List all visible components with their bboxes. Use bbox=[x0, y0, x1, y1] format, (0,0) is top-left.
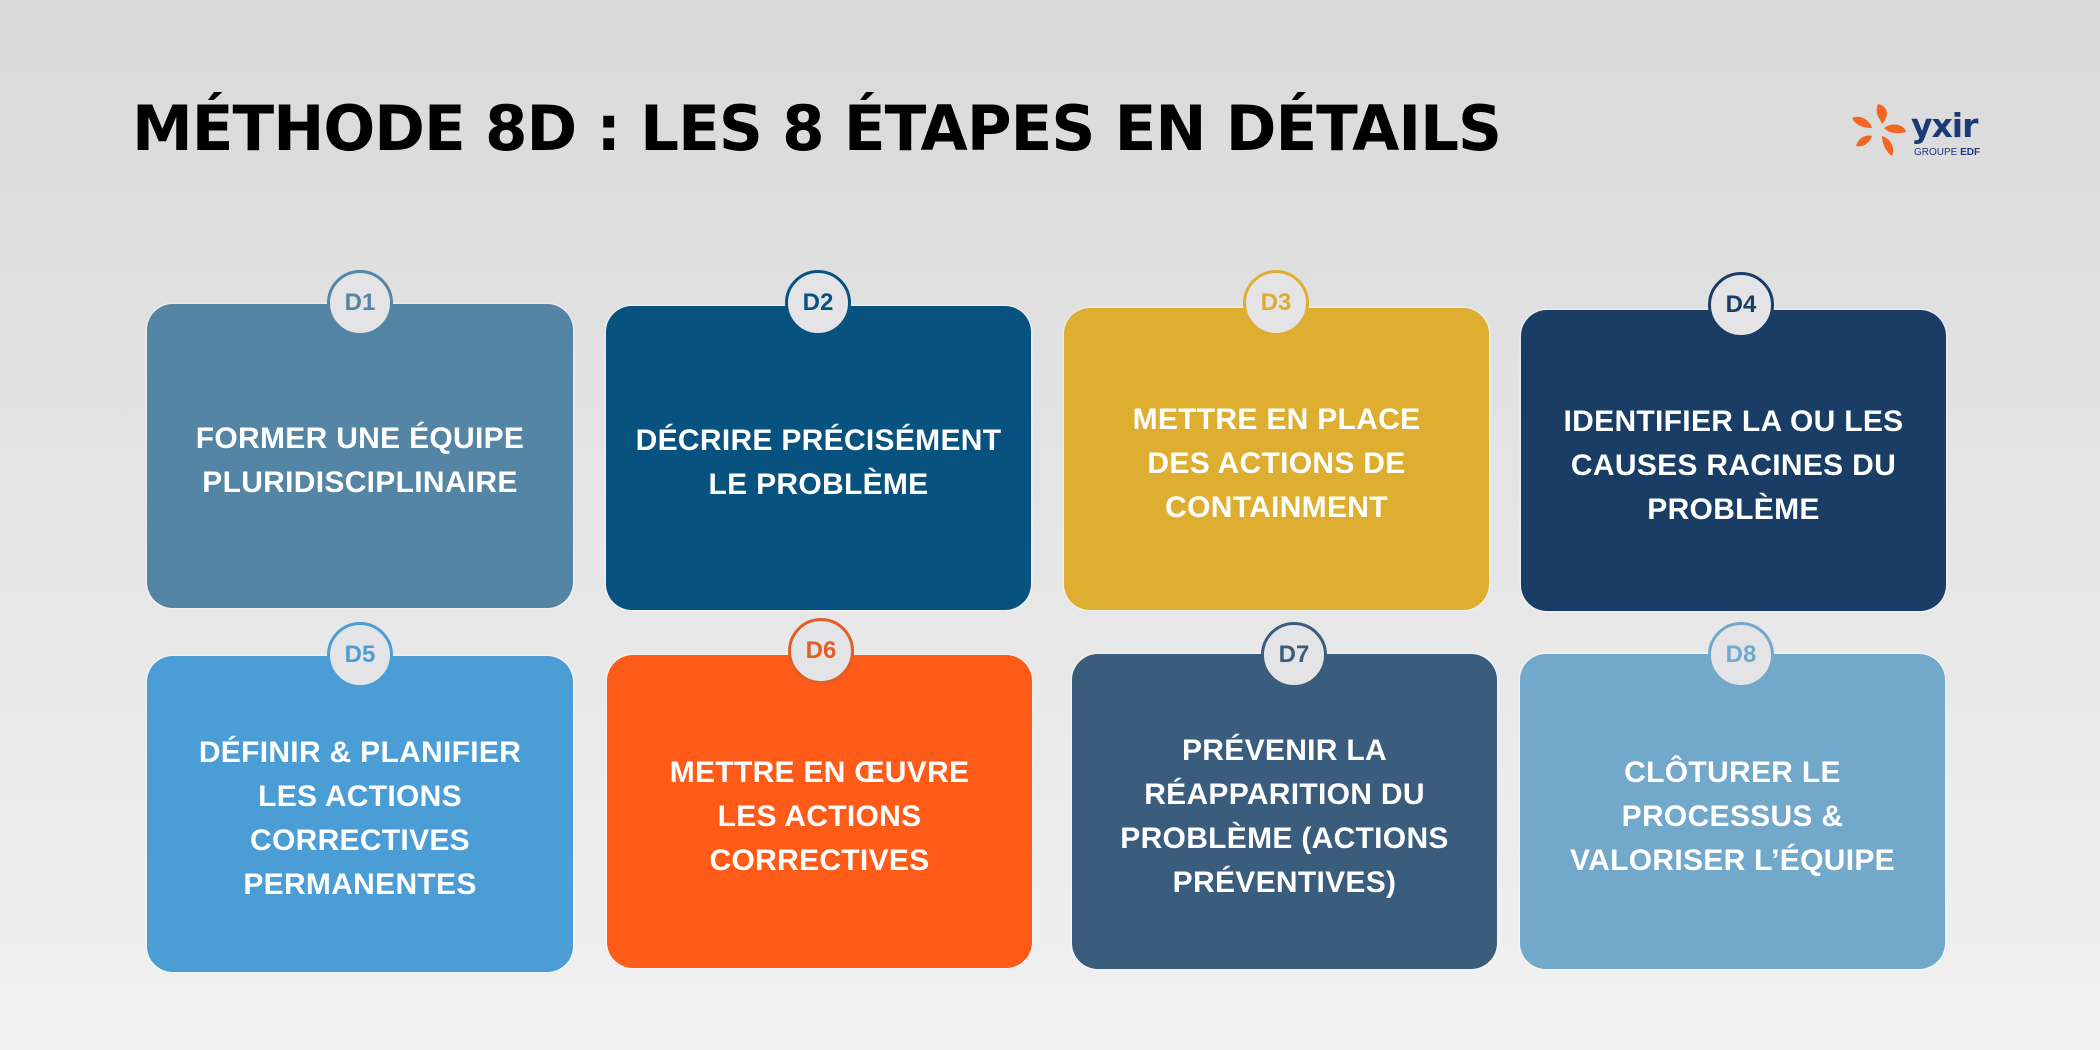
step-badge-d8: D8 bbox=[1708, 622, 1774, 688]
step-card-d7: PRÉVENIR LA RÉAPPARITION DU PROBLÈME (AC… bbox=[1072, 654, 1497, 969]
step-label: METTRE EN ŒUVRE LES ACTIONS CORRECTIVES bbox=[669, 755, 970, 877]
step-card-d4: IDENTIFIER LA OU LES CAUSES RACINES DU P… bbox=[1521, 310, 1946, 611]
step-badge-d3: D3 bbox=[1243, 270, 1309, 336]
step-label: FORMER UNE ÉQUIPE PLURIDISCIPLINAIRE bbox=[195, 422, 525, 499]
logo-subtitle-prefix: GROUPE bbox=[1914, 147, 1961, 158]
step-card-d5: DÉFINIR & PLANIFIER LES ACTIONS CORRECTI… bbox=[147, 656, 573, 972]
step-badge-d4: D4 bbox=[1708, 272, 1774, 338]
step-card-d8: CLÔTURER LE PROCESSUS & VALORISER L’ÉQUI… bbox=[1520, 654, 1945, 969]
step-card-d1: FORMER UNE ÉQUIPE PLURIDISCIPLINAIRE bbox=[147, 304, 573, 608]
page-title: MÉTHODE 8D : LES 8 ÉTAPES EN DÉTAILS bbox=[132, 92, 1502, 165]
step-badge-d6: D6 bbox=[788, 618, 854, 684]
step-badge-d2: D2 bbox=[785, 270, 851, 336]
logo-subtitle-brand: EDF bbox=[1960, 147, 1981, 158]
step-label: PRÉVENIR LA RÉAPPARITION DU PROBLÈME (AC… bbox=[1120, 733, 1449, 899]
step-badge-d1: D1 bbox=[327, 270, 393, 336]
logo-wordmark: yxir bbox=[1911, 106, 1978, 145]
step-label: DÉFINIR & PLANIFIER LES ACTIONS CORRECTI… bbox=[198, 736, 522, 901]
step-label: CLÔTURER LE PROCESSUS & VALORISER L’ÉQUI… bbox=[1570, 755, 1895, 877]
step-badge-d5: D5 bbox=[327, 622, 393, 688]
step-card-d3: METTRE EN PLACE DES ACTIONS DE CONTAINME… bbox=[1064, 308, 1489, 610]
sunburst-logo-icon bbox=[1852, 104, 1906, 156]
step-label: DÉCRIRE PRÉCISÉMENT LE PROBLÈME bbox=[635, 424, 1002, 501]
step-card-d2: DÉCRIRE PRÉCISÉMENT LE PROBLÈME bbox=[606, 306, 1031, 610]
step-badge-d7: D7 bbox=[1261, 622, 1327, 688]
yxir-logo: yxir GROUPE EDF bbox=[1848, 102, 1980, 162]
step-card-d6: METTRE EN ŒUVRE LES ACTIONS CORRECTIVES bbox=[607, 655, 1032, 968]
logo-subtitle: GROUPE EDF bbox=[1914, 147, 1980, 158]
step-label: IDENTIFIER LA OU LES CAUSES RACINES DU P… bbox=[1563, 404, 1904, 526]
step-label: METTRE EN PLACE DES ACTIONS DE CONTAINME… bbox=[1132, 403, 1421, 524]
